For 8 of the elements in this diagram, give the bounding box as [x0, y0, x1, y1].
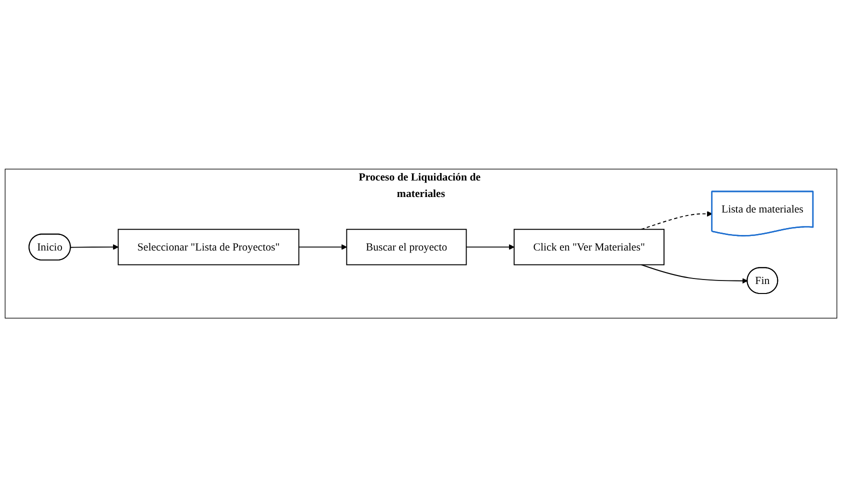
node-box: Buscar el proyecto [346, 228, 467, 266]
arrow [640, 210, 712, 230]
arrow [298, 244, 347, 250]
arrow [466, 244, 514, 250]
arrow [70, 244, 118, 250]
node-box: Seleccionar "Lista de Proyectos" [118, 228, 300, 266]
arrow [640, 264, 748, 284]
node-box: Click en "Ver Materiales" [514, 228, 664, 266]
